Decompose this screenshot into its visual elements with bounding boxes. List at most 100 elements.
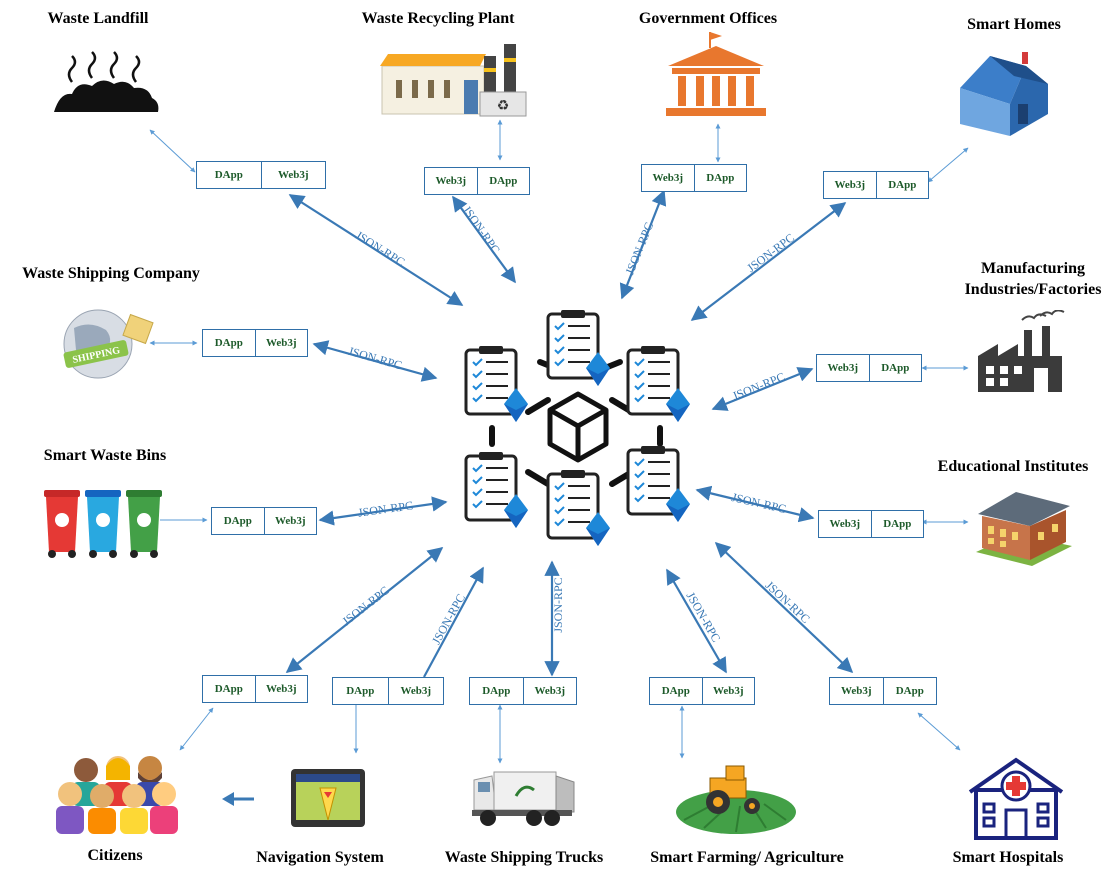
rpc-educational [695,485,815,523]
title-waste-landfill: Waste Landfill [47,10,149,27]
garbage-truck-icon [472,771,575,826]
thin-connectors [149,119,969,764]
title-manufacturing-line2: Industries/Factories [964,281,1102,298]
title-smart-homes: Smart Homes [967,16,1061,33]
box-smart-farming: DApp Web3j [649,677,755,705]
clipboard-icon [464,346,528,422]
box-government-offices: Web3j DApp [641,164,747,192]
box-cell: DApp [875,172,929,198]
government-building-icon [666,32,766,116]
box-cell: Web3j [834,179,866,191]
box-cell: Web3j [260,162,326,188]
rpc-citizens [285,547,444,673]
box-cell: DApp [346,685,375,697]
box-shipping-company: DApp Web3j [202,329,308,357]
box-waste-landfill: DApp Web3j [196,161,326,189]
industry-icon [978,310,1065,392]
title-manufacturing-line1: Manufacturing [981,260,1085,277]
title-citizens: Citizens [87,847,143,864]
box-cell: DApp [693,165,747,191]
json-rpc-connectors [285,189,854,678]
recycle-bin-icon [44,490,162,558]
title-educational: Educational Institutes [937,458,1089,475]
people-icon [56,756,178,834]
rpc-recycling [452,195,516,284]
rpc-label: JSON-RPC [353,228,407,269]
box-smart-homes: Web3j DApp [823,171,929,199]
landfill-icon [54,51,159,112]
clipboard-icon [464,452,528,528]
nav-to-citizens-arrow [222,792,254,806]
school-building-icon [976,492,1072,566]
rpc-bins [318,496,448,526]
clipboard-icon [546,470,610,546]
box-recycling-plant: Web3j DApp [424,167,530,195]
tractor-icon [676,765,796,834]
box-smart-hospitals: Web3j DApp [829,677,937,705]
rpc-manufacturing [711,367,814,411]
rpc-label: JSON-RPC [763,578,813,626]
box-navigation: DApp Web3j [332,677,444,705]
box-cell: Web3j [840,685,872,697]
box-cell: Web3j [254,330,308,356]
rpc-label: JSON-RPC [347,344,404,373]
rpc-label: JSON-RPC [460,203,503,256]
rpc-label: JSON-RPC [730,369,787,403]
box-cell: DApp [482,685,511,697]
box-cell: DApp [661,685,690,697]
box-cell: Web3j [829,518,861,530]
hospital-icon [968,757,1064,840]
rpc-shipping-company [312,340,438,382]
title-smart-farming: Smart Farming/ Agriculture [650,849,844,866]
title-shipping-trucks: Waste Shipping Trucks [444,849,604,866]
box-cell: Web3j [263,508,317,534]
box-shipping-trucks: DApp Web3j [469,677,577,705]
rpc-label: JSON-RPC [744,231,797,275]
title-navigation: Navigation System [256,849,384,866]
svg-text:♻: ♻ [497,99,510,114]
title-shipping-company: Waste Shipping Company [22,265,200,282]
box-cell: DApp [870,511,924,537]
rpc-label: JSON-RPC [684,590,724,645]
globe-icon: SHIPPING [63,309,154,379]
rpc-government [619,189,667,300]
clipboard-icon [626,346,690,422]
box-cell: DApp [223,515,252,527]
rpc-label: JSON-RPC [339,583,391,628]
box-cell: DApp [882,678,937,704]
box-cell: Web3j [827,362,859,374]
house-icon [960,52,1048,136]
gps-device-icon [291,769,365,827]
smart-contract-clipboards [464,310,690,546]
box-cell: Web3j [254,676,308,702]
box-educational: Web3j DApp [818,510,924,538]
rpc-label: JSON-RPC [357,498,414,520]
box-cell: DApp [214,337,243,349]
rpc-farming [666,568,727,674]
box-cell: Web3j [387,678,444,704]
box-cell: Web3j [652,172,684,184]
box-cell: Web3j [522,678,577,704]
title-government-offices: Government Offices [638,10,778,27]
box-cell: DApp [868,355,922,381]
rpc-label: JSON-RPC [551,577,565,632]
rpc-homes [690,202,847,321]
rpc-landfill [288,194,464,306]
box-smart-bins: DApp Web3j [211,507,317,535]
rpc-hospitals [714,541,854,674]
box-cell: DApp [476,168,530,194]
rpc-label: JSON-RPC [622,220,656,277]
box-cell: DApp [214,683,243,695]
clipboard-icon [626,446,690,522]
clipboard-icon [546,310,610,386]
box-cell: Web3j [435,175,467,187]
rpc-label: JSON-RPC [730,490,787,516]
factory-icon: ♻ [380,44,527,117]
blockchain-icon [489,359,663,487]
box-citizens: DApp Web3j [202,675,308,703]
title-smart-bins: Smart Waste Bins [43,447,167,464]
rpc-navigation [423,566,484,678]
box-cell: Web3j [701,678,755,704]
title-smart-hospitals: Smart Hospitals [952,849,1064,866]
